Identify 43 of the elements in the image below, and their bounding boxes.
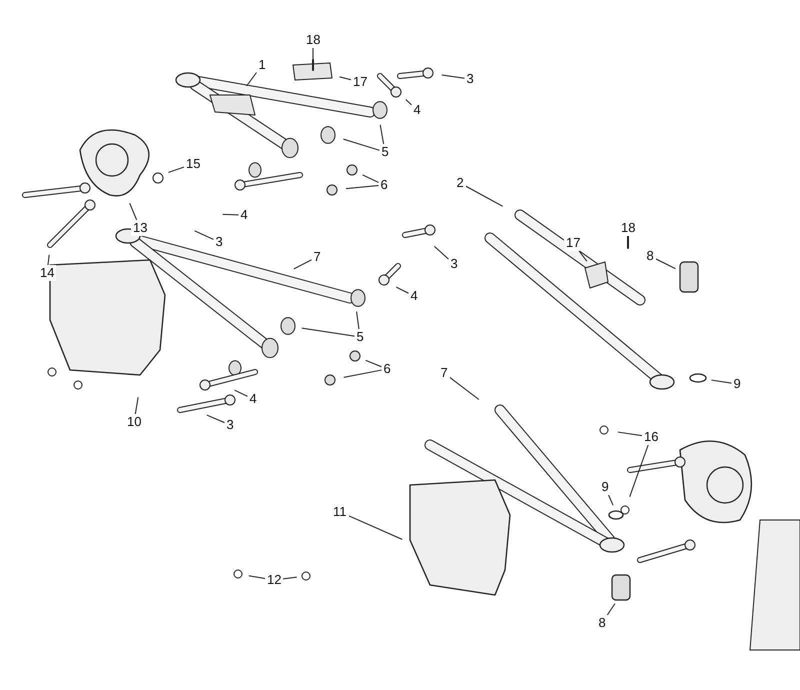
leader-line xyxy=(293,259,312,270)
leader-line xyxy=(356,311,360,330)
leader-line xyxy=(606,603,616,616)
leader-line xyxy=(396,286,409,294)
callout-number: 14 xyxy=(38,265,56,281)
leader-line xyxy=(234,390,248,397)
leader-line xyxy=(465,186,504,207)
leader-line xyxy=(655,258,676,270)
leader-line xyxy=(405,99,412,106)
callout-number: 13 xyxy=(131,220,150,236)
leader-line xyxy=(194,230,214,240)
leader-line xyxy=(312,48,314,60)
leader-line xyxy=(365,360,382,368)
leader-line xyxy=(710,380,732,384)
leader-line xyxy=(168,166,184,173)
leader-line xyxy=(345,185,379,190)
callout-number: 18 xyxy=(619,220,638,236)
leader-line xyxy=(301,328,355,337)
leader-line xyxy=(222,214,239,216)
leader-line xyxy=(449,376,480,400)
leader-line xyxy=(434,246,449,260)
leader-line xyxy=(282,576,298,580)
leader-line xyxy=(343,370,382,378)
leader-line xyxy=(348,515,403,540)
leader-line xyxy=(134,396,139,414)
leader-line xyxy=(47,254,50,266)
callout-number: 7 xyxy=(438,365,450,381)
leader-line xyxy=(362,174,379,183)
leader-line xyxy=(246,72,257,86)
leader-line xyxy=(608,494,614,506)
leader-line xyxy=(441,74,465,79)
callout-number: 9 xyxy=(600,479,611,495)
leader-line xyxy=(206,414,225,424)
leader-line xyxy=(578,250,588,262)
leader-line xyxy=(339,76,352,80)
callout-number: 16 xyxy=(642,429,660,445)
leader-line xyxy=(617,432,642,436)
leader-line xyxy=(342,138,380,151)
callout-number: 17 xyxy=(564,235,582,251)
leader-line xyxy=(248,575,266,579)
leader-line xyxy=(629,444,649,498)
leader-line xyxy=(380,124,384,144)
leader-line xyxy=(129,202,138,220)
